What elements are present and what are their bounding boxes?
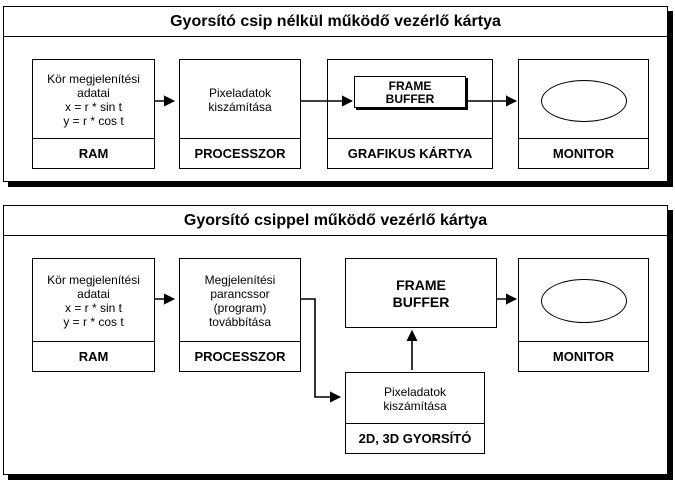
processor-content: Pixeladatok kiszámítása <box>180 60 300 140</box>
accelerator-line: Pixeladatok <box>383 385 447 399</box>
panel-title: Gyorsító csippel működő vezérlő kártya <box>4 206 667 236</box>
accelerator-line: kiszámítása <box>383 399 447 413</box>
monitor-screen-icon <box>541 80 627 122</box>
processor-line: kiszámítása <box>208 100 272 114</box>
processor-line: Megjelenítési <box>204 273 276 287</box>
frame-buffer-box: FRAME BUFFER <box>354 76 466 108</box>
ram-line: Kör megjelenítési <box>47 273 140 287</box>
accelerator-box: Pixeladatok kiszámítása 2D, 3D GYORSÍTÓ <box>345 372 485 454</box>
ram-line: adatai <box>77 86 110 100</box>
processor-label: PROCESSZOR <box>180 138 300 168</box>
frame-buffer-line: FRAME <box>396 277 446 293</box>
monitor-label: MONITOR <box>519 341 648 371</box>
frame-buffer-line: FRAME <box>388 79 432 93</box>
ram-label: RAM <box>33 138 154 168</box>
processor-line: továbbítása <box>208 315 272 329</box>
monitor-screen-icon <box>541 279 627 323</box>
processor-label: PROCESSZOR <box>180 341 300 371</box>
processor-content: Megjelenítési parancssor (program) továb… <box>180 259 300 343</box>
frame-buffer-line: BUFFER <box>385 92 435 106</box>
ram-line: x = r * sin t <box>64 100 123 114</box>
processor-box: Megjelenítési parancssor (program) továb… <box>179 258 301 372</box>
monitor-box: MONITOR <box>518 258 649 372</box>
frame-buffer-box: FRAME BUFFER <box>345 258 497 328</box>
processor-line: Pixeladatok <box>208 86 272 100</box>
ram-line: adatai <box>77 287 110 301</box>
processor-line: parancssor <box>210 287 270 301</box>
ram-line: x = r * sin t <box>64 301 123 315</box>
ram-box: Kör megjelenítési adatai x = r * sin t y… <box>32 258 155 372</box>
ram-content: Kör megjelenítési adatai x = r * sin t y… <box>33 60 154 140</box>
panel-with-accelerator: Gyorsító csippel működő vezérlő kártya K… <box>3 205 668 475</box>
panel-title: Gyorsító csip nélkül működő vezérlő kárt… <box>4 7 667 37</box>
graphics-card-label: GRAFIKUS KÁRTYA <box>328 138 492 168</box>
ram-line: y = r * cos t <box>63 114 124 128</box>
processor-box: Pixeladatok kiszámítása PROCESSZOR <box>179 59 301 169</box>
ram-box: Kör megjelenítési adatai x = r * sin t y… <box>32 59 155 169</box>
accelerator-content: Pixeladatok kiszámítása <box>346 373 484 425</box>
accelerator-label: 2D, 3D GYORSÍTÓ <box>346 423 484 453</box>
frame-buffer-content: FRAME BUFFER <box>346 259 496 329</box>
ram-label: RAM <box>33 341 154 371</box>
ram-line: Kör megjelenítési <box>47 72 140 86</box>
monitor-label: MONITOR <box>519 138 648 168</box>
ram-line: y = r * cos t <box>63 315 124 329</box>
monitor-box: MONITOR <box>518 59 649 169</box>
graphics-card-box: FRAME BUFFER GRAFIKUS KÁRTYA <box>327 59 493 169</box>
panel-without-accelerator: Gyorsító csip nélkül működő vezérlő kárt… <box>3 6 668 182</box>
processor-line: (program) <box>213 301 267 315</box>
frame-buffer-line: BUFFER <box>392 294 450 310</box>
ram-content: Kör megjelenítési adatai x = r * sin t y… <box>33 259 154 343</box>
